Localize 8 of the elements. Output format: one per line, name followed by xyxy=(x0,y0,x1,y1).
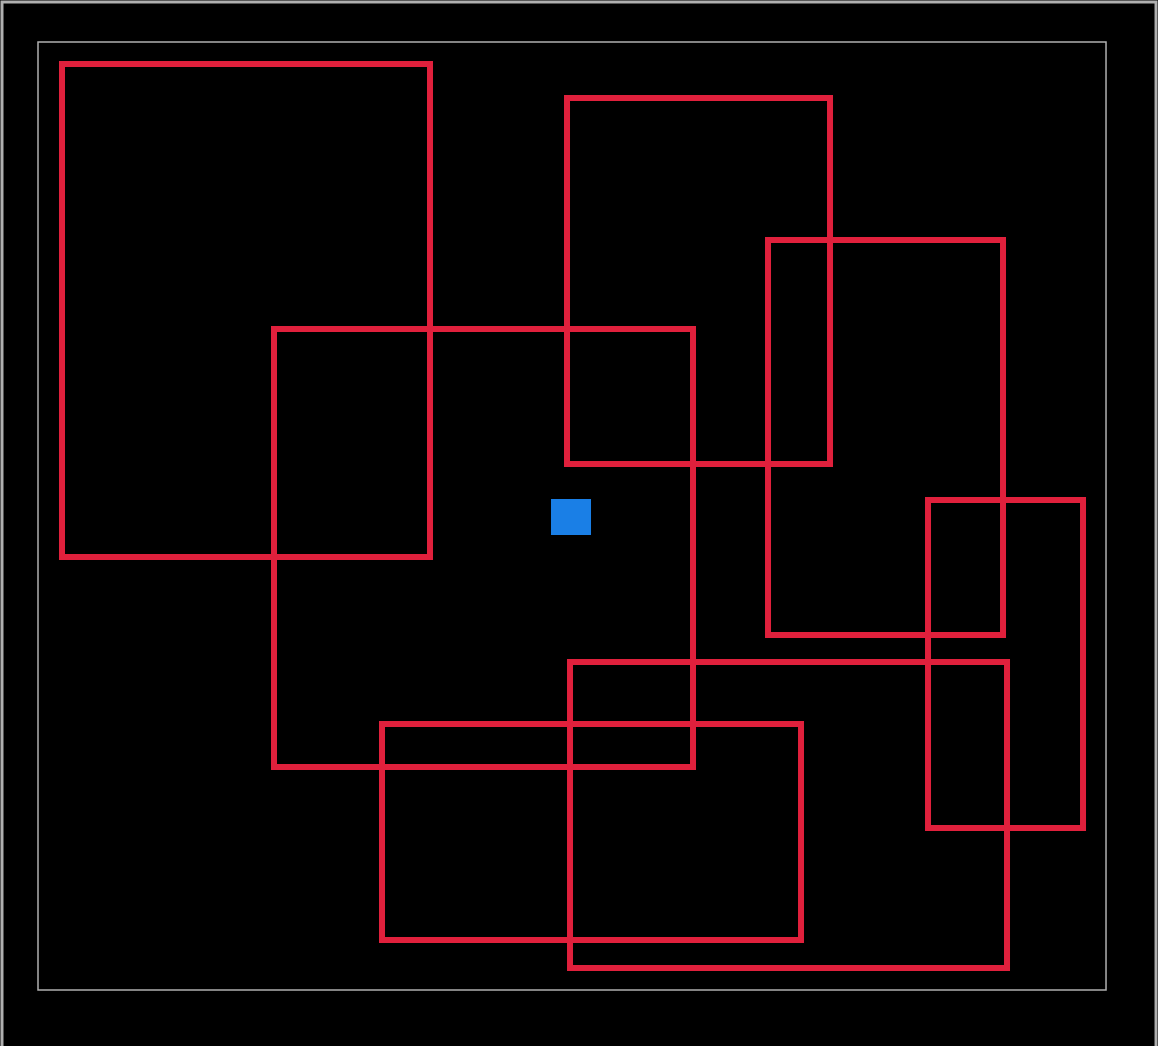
rectangle-outline xyxy=(59,61,433,560)
rectangle-outline xyxy=(925,497,1086,831)
rectangle-outline xyxy=(765,237,1006,638)
rectangle-outline xyxy=(271,326,696,770)
rectangle-outline xyxy=(379,721,804,943)
square xyxy=(551,499,591,535)
rectangle-outline xyxy=(564,95,833,467)
rectangle-outline xyxy=(567,659,1010,971)
